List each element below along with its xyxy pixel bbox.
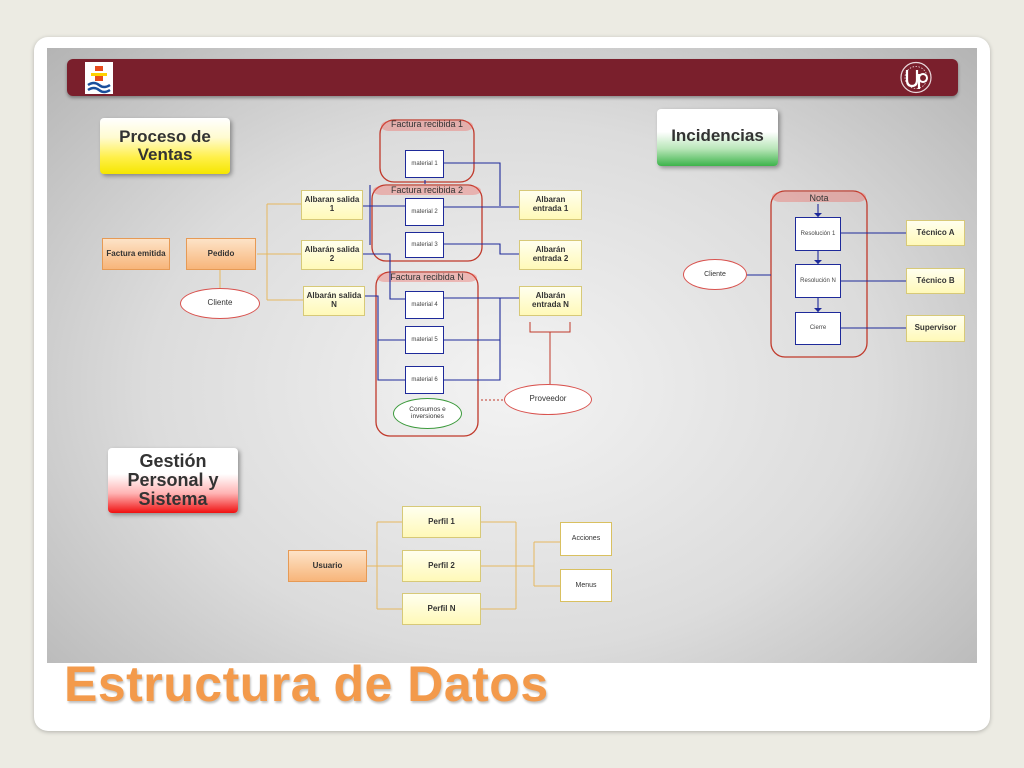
perfil-n-node: Perfil N <box>402 593 481 625</box>
section-gestion-personal: Gestión Personal y Sistema <box>108 448 238 513</box>
material-6-node: material 6 <box>405 366 444 394</box>
material-4-node: material 4 <box>405 291 444 319</box>
perfil-1-node: Perfil 1 <box>402 506 481 538</box>
proveedor-ellipse: Proveedor <box>504 384 592 415</box>
albaran-entrada-n-node: Albarán entrada N <box>519 286 582 316</box>
tecnico-b-node: Técnico B <box>906 268 965 294</box>
albaran-entrada-2-node: Albarán entrada 2 <box>519 240 582 270</box>
resolucion-n-node: Resolución N <box>795 264 841 298</box>
menus-node: Menus <box>560 569 612 602</box>
factura-emitida-node: Factura emitida <box>102 238 170 270</box>
container-nota <box>770 190 868 358</box>
factura-recibida-2-label: Factura recibida 2 <box>390 185 464 195</box>
container-factura-1 <box>379 119 475 183</box>
material-5-node: material 5 <box>405 326 444 354</box>
tecnico-a-node: Técnico A <box>906 220 965 246</box>
nota-label: Nota <box>809 193 829 203</box>
albaran-salida-n-node: Albarán salida N <box>303 286 365 316</box>
cliente-ellipse: Cliente <box>180 288 260 319</box>
container-factura-2 <box>371 184 483 262</box>
usuario-node: Usuario <box>288 550 367 582</box>
albaran-salida-1-node: Albaran salida 1 <box>301 190 363 220</box>
factura-recibida-n-label: Factura recibida N <box>390 272 464 282</box>
container-factura-n <box>375 271 479 437</box>
page-title: Estructura de Datos <box>64 656 549 712</box>
material-2-node: material 2 <box>405 198 444 226</box>
albaran-entrada-1-node: Albaran entrada 1 <box>519 190 582 220</box>
supervisor-node: Supervisor <box>906 315 965 342</box>
university-seal-icon <box>898 61 934 94</box>
albaran-salida-2-node: Albarán salida 2 <box>301 240 363 270</box>
material-3-node: material 3 <box>405 232 444 258</box>
resolucion-1-node: Resolución 1 <box>795 217 841 251</box>
consumos-inversiones-ellipse: Consumos e inversiones <box>393 398 462 429</box>
perfil-2-node: Perfil 2 <box>402 550 481 582</box>
pedido-node: Pedido <box>186 238 256 270</box>
section-proceso-de-ventas: Proceso de Ventas <box>100 118 230 174</box>
section-incidencias: Incidencias <box>657 109 778 166</box>
university-logo-left-icon <box>85 62 113 94</box>
header-banner <box>67 59 958 96</box>
incidencias-cliente-ellipse: Cliente <box>683 259 747 290</box>
factura-recibida-1-label: Factura recibida 1 <box>390 119 464 129</box>
cierre-node: Cierre <box>795 312 841 345</box>
acciones-node: Acciones <box>560 522 612 556</box>
material-1-node: material 1 <box>405 150 444 178</box>
